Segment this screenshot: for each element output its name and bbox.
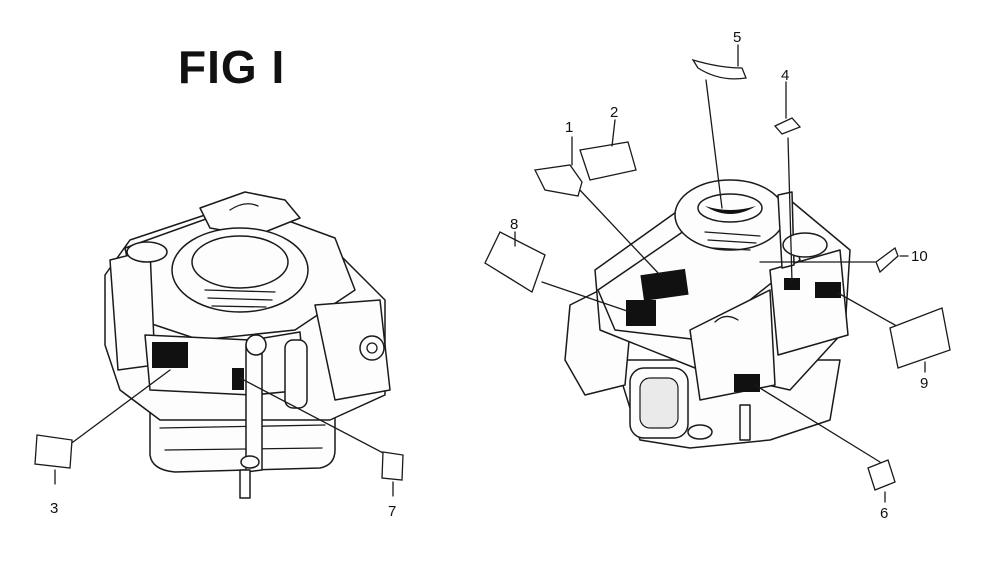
- left-engine-decal-7: [232, 368, 244, 390]
- left-engine-oil-cap: [126, 241, 168, 263]
- right-engine-fan-cup: [697, 193, 763, 223]
- right-engine-side-panel: [769, 249, 849, 356]
- callout-9: 9: [920, 375, 928, 392]
- left-engine: [104, 191, 391, 499]
- right-engine-front-panel: [689, 289, 776, 401]
- callout-10: 10: [911, 248, 928, 265]
- right-engine-decal-8: [626, 300, 656, 326]
- figure-title: FIG I: [178, 41, 286, 93]
- label-card-9: [889, 307, 951, 369]
- left-engine-dipstick-tube: [245, 339, 263, 473]
- right-engine-decal-4: [784, 278, 800, 290]
- callout-8: 8: [510, 216, 518, 233]
- label-card-4: [773, 117, 802, 135]
- right-engine-decal-9: [815, 282, 841, 298]
- right-engine-cap: [782, 232, 828, 258]
- callout-7: 7: [388, 503, 396, 520]
- right-engine-decal-1: [640, 268, 689, 301]
- label-card-5: [691, 58, 747, 80]
- right-engine: [564, 179, 851, 449]
- leader-line-5: [705, 79, 723, 209]
- label-card-8: [484, 231, 546, 293]
- callout-4: 4: [781, 67, 789, 84]
- label-card-3: [34, 434, 73, 469]
- label-card-10: [875, 246, 899, 274]
- callout-6: 6: [880, 505, 888, 522]
- leader-line-1: [577, 187, 661, 276]
- leader-line-7: [239, 377, 388, 456]
- left-engine-drain: [240, 455, 260, 469]
- leader-line-4: [787, 137, 793, 283]
- leader-line-9: [837, 292, 896, 326]
- callout-1: 1: [565, 119, 573, 136]
- leader-line-6: [754, 384, 881, 463]
- callout-5: 5: [733, 29, 741, 46]
- label-card-1: [534, 164, 583, 197]
- left-engine-dipstick-cap: [245, 334, 267, 356]
- label-card-6: [867, 459, 896, 491]
- left-engine-cylinder: [314, 299, 391, 401]
- left-engine-muffler: [284, 339, 308, 409]
- right-engine-shaft: [739, 404, 751, 441]
- left-engine-shaft: [239, 469, 251, 499]
- left-engine-decal-3: [152, 342, 188, 368]
- callout-3: 3: [50, 500, 58, 517]
- leader-line-8: [541, 281, 631, 313]
- callout-2: 2: [610, 104, 618, 121]
- left-engine-fan-cup: [191, 235, 289, 289]
- right-engine-drain: [687, 424, 713, 440]
- left-engine-top-cover: [199, 191, 301, 237]
- label-card-2: [579, 141, 637, 181]
- leader-line-3: [64, 369, 171, 449]
- label-card-7: [381, 451, 404, 481]
- right-engine-decal-6: [734, 374, 760, 392]
- left-engine-boss: [359, 335, 385, 361]
